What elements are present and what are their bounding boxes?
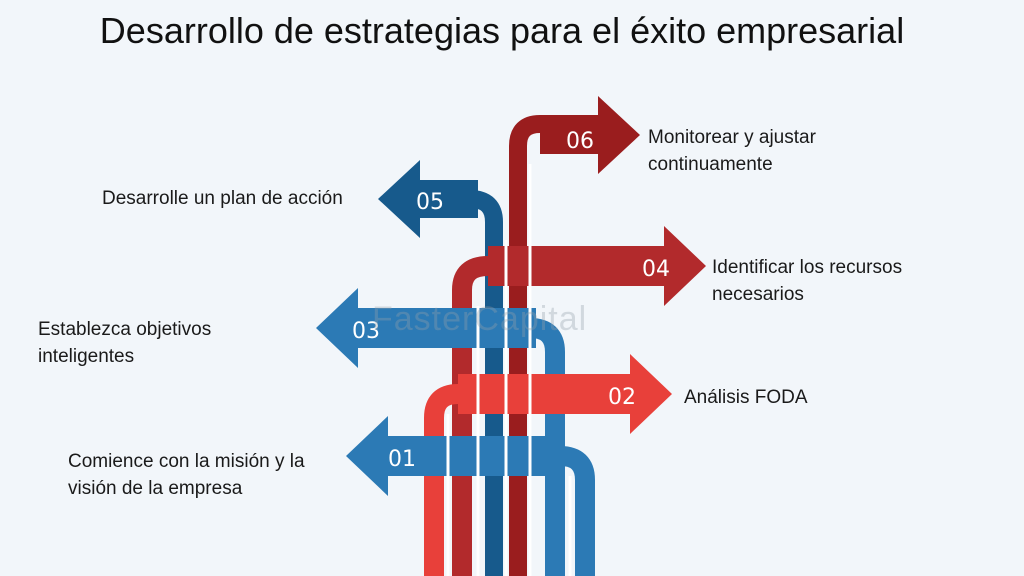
step-number-03: 03 — [352, 319, 380, 344]
step-number-04: 04 — [642, 257, 670, 282]
step-label-05: Desarrolle un plan de acción — [102, 188, 343, 209]
arrow-step-02: 02 — [424, 354, 672, 576]
step-number-06: 06 — [566, 129, 594, 154]
step-number-05: 05 — [416, 190, 444, 215]
diagram-title: Desarrollo de estrategias para el éxito … — [99, 10, 905, 51]
step-label-03: Establezca objetivos inteligentes — [38, 319, 212, 367]
step-label-01: Comience con la misión y la visión de la… — [68, 451, 305, 499]
arrow-step-06: 06 — [509, 96, 640, 576]
step-label-04: Identificar los recursos necesarios — [712, 257, 903, 305]
watermark-logo: FasterCapital — [372, 300, 588, 338]
stem-separators — [446, 164, 572, 576]
arrow-step-01: 01 — [346, 416, 595, 576]
arrow-step-04: 04 — [452, 226, 706, 576]
step-number-01: 01 — [388, 447, 416, 472]
step-label-06: Monitorear y ajustar continuamente — [648, 127, 816, 175]
step-label-02: Análisis FODA — [684, 387, 808, 408]
arrow-step-05: 05 — [378, 160, 503, 576]
step-number-02: 02 — [608, 385, 636, 410]
